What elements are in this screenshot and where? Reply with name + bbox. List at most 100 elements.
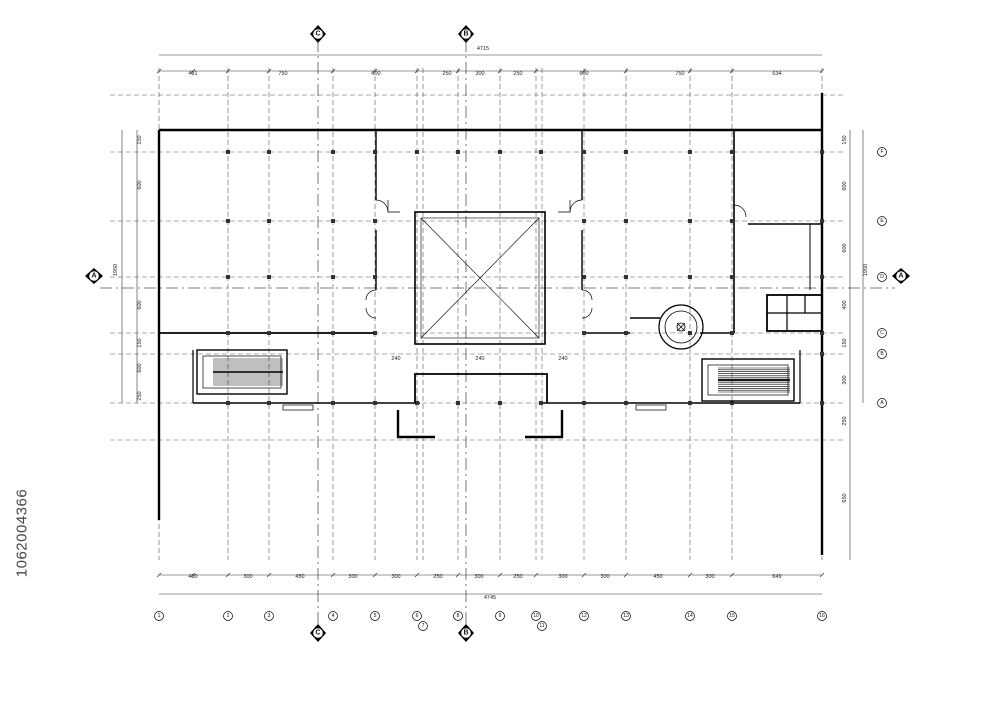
right-dim-4: 1950 [863, 264, 869, 276]
column [498, 401, 502, 405]
grid-bubble-7: 7 [422, 623, 425, 629]
round-core-center [676, 322, 686, 332]
grid-bubble-D: D [880, 274, 884, 280]
grid-bubble-11: 11 [539, 623, 544, 629]
column [456, 401, 460, 405]
dimension-tick [497, 572, 503, 578]
column [331, 331, 335, 335]
right-dim-9: 650 [842, 493, 848, 502]
dimension-tick [497, 68, 503, 74]
column [688, 275, 692, 279]
door-swing [581, 307, 593, 319]
bottom-dim-10: 300 [600, 574, 609, 580]
dimension-tick [225, 68, 231, 74]
column [415, 401, 419, 405]
column [624, 150, 628, 154]
bottom-dim-12: 300 [705, 574, 714, 580]
column [820, 331, 824, 335]
column [688, 401, 692, 405]
section-marker-b-bottom-label: B [463, 630, 468, 637]
section-markers: C B C B A A [85, 25, 910, 642]
column [688, 150, 692, 154]
column [373, 401, 377, 405]
top-dim-3: 600 [371, 71, 380, 77]
opening-marker [635, 404, 667, 411]
opening-marker [282, 404, 314, 411]
top-dim-6: 250 [513, 71, 522, 77]
bottom-dim-11: 450 [653, 574, 662, 580]
grid-bubbles-right: F E D C B A [877, 147, 887, 408]
bottom-dim-4: 300 [348, 574, 357, 580]
column [582, 331, 586, 335]
grid-bubble-12: 12 [581, 613, 587, 619]
bottom-dim-3: 450 [295, 574, 304, 580]
door-swing [733, 204, 747, 218]
dimension-tick [156, 68, 162, 74]
dimension-tick [414, 68, 420, 74]
bottom-dim-6: 250 [433, 574, 442, 580]
dimension-tick [455, 572, 461, 578]
round-core [658, 304, 704, 350]
grid-bubble-16: 16 [819, 613, 825, 619]
left-dim-7: 250 [137, 391, 143, 400]
column [624, 401, 628, 405]
dimension-tick [190, 572, 196, 578]
dimension-tick [225, 572, 231, 578]
column [582, 275, 586, 279]
bottom-dim-1: 490 [188, 574, 197, 580]
door-swing [365, 307, 377, 319]
top-dim-2: 750 [278, 71, 287, 77]
top-dim-8: 750 [675, 71, 684, 77]
section-marker-a-right-label: A [898, 273, 903, 280]
column [820, 401, 824, 405]
column [267, 331, 271, 335]
column [456, 150, 460, 154]
section-marker-a-left-label: A [91, 273, 96, 280]
features [121, 54, 864, 595]
column [373, 219, 377, 223]
column [373, 275, 377, 279]
stock-id: 1062004366 [10, 458, 34, 608]
top-dim-9: 634 [772, 71, 781, 77]
grid-bubble-5: 5 [374, 613, 377, 619]
column [267, 401, 271, 405]
dimension-tick [372, 68, 378, 74]
grid-bubble-15: 15 [729, 613, 735, 619]
dimension-tick [581, 68, 587, 74]
dimension-tick [190, 68, 196, 74]
dimension-tick [687, 68, 693, 74]
walls [157, 93, 824, 555]
bottom-dim-7: 300 [474, 574, 483, 580]
left-dim-4: 600 [137, 300, 143, 309]
right-dim-2: 600 [842, 181, 848, 190]
column [267, 219, 271, 223]
grid-bubble-13: 13 [623, 613, 629, 619]
bottom-dim-8: 250 [513, 574, 522, 580]
entrance-frame [414, 373, 548, 403]
section-marker-c-bottom-label: C [315, 630, 320, 637]
left-dim-3: 1950 [113, 264, 119, 276]
left-dim-1: 150 [137, 135, 143, 144]
section-marker-b-bottom: B [458, 624, 474, 642]
dimension-tick [819, 68, 825, 74]
grid-bubble-E: E [880, 218, 884, 224]
top-dim-1: 481 [188, 71, 197, 77]
grid-bubble-9: 9 [499, 613, 502, 619]
dimension-tick [266, 68, 272, 74]
top-dim-7: 600 [579, 71, 588, 77]
stair-label-1: 240 [391, 356, 400, 362]
column [582, 401, 586, 405]
door-leaf [387, 200, 400, 213]
dimension-tick [729, 572, 735, 578]
door-swing [581, 289, 593, 301]
grid-bubble-3: 3 [268, 613, 271, 619]
section-marker-a-right: A [892, 268, 910, 284]
column [820, 219, 824, 223]
column [415, 150, 419, 154]
stair-right [701, 358, 795, 402]
column [730, 219, 734, 223]
section-marker-b-top: B [458, 25, 474, 43]
grid-bubble-8: 8 [457, 613, 460, 619]
right-dim-8: 250 [842, 416, 848, 425]
section-marker-a-left: A [85, 268, 103, 284]
